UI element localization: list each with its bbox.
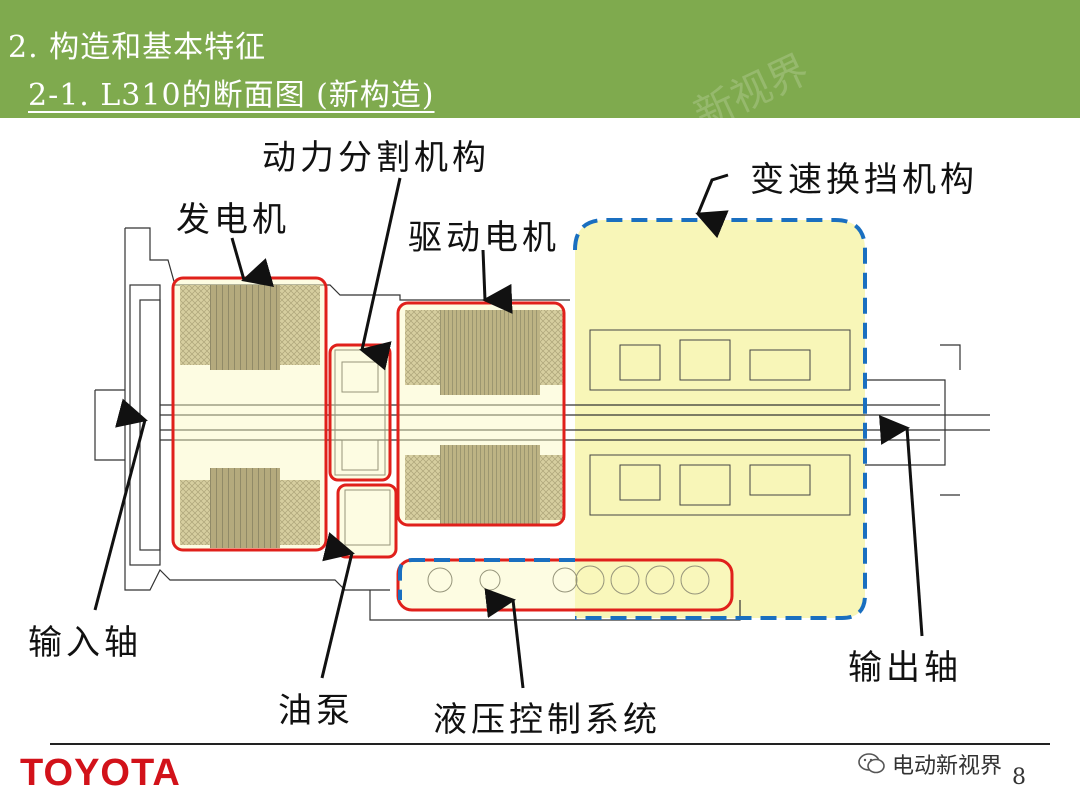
hydraulic-blue-outline bbox=[398, 558, 575, 600]
component-boxes bbox=[171, 276, 734, 612]
label-drive-motor: 驱动电机 bbox=[408, 218, 560, 258]
toyota-logo: TOYOTA bbox=[20, 752, 181, 794]
label-hydraulic-control: 液压控制系统 bbox=[433, 700, 661, 740]
header-bar: 2. 构造和基本特征 2-1. L310的断面图 (新构造) 新视界 bbox=[0, 0, 1080, 139]
page-number: 8 bbox=[1012, 765, 1026, 790]
generator-windings bbox=[180, 285, 320, 548]
label-input-shaft: 输入轴 bbox=[28, 623, 142, 663]
label-oil-pump: 油泵 bbox=[278, 691, 354, 731]
drive-motor-windings bbox=[405, 310, 565, 525]
cross-section-diagram bbox=[93, 173, 990, 689]
leader-arrows bbox=[93, 173, 924, 689]
label-generator: 发电机 bbox=[176, 200, 290, 240]
gearbox-internals bbox=[334, 329, 851, 595]
label-output-shaft: 输出轴 bbox=[848, 648, 962, 688]
section-title: 2. 构造和基本特征 bbox=[8, 30, 267, 65]
generator-box bbox=[171, 276, 328, 552]
wechat-source: 电动新视界 bbox=[858, 748, 1002, 782]
label-shift-mechanism: 变速换挡机构 bbox=[750, 160, 978, 200]
label-power-split: 动力分割机构 bbox=[262, 138, 490, 178]
shift-mechanism-area bbox=[575, 220, 865, 618]
power-split-box bbox=[328, 343, 392, 482]
section-subtitle: 2-1. L310的断面图 (新构造) bbox=[28, 78, 435, 113]
shift-mechanism-outline bbox=[573, 218, 867, 620]
drive-motor-box bbox=[396, 301, 566, 527]
wechat-icon bbox=[858, 752, 886, 782]
footer-divider bbox=[50, 743, 1050, 745]
hydraulic-control-box bbox=[396, 558, 734, 612]
wechat-account-name: 电动新视界 bbox=[892, 754, 1003, 779]
oil-pump-box bbox=[336, 483, 398, 559]
